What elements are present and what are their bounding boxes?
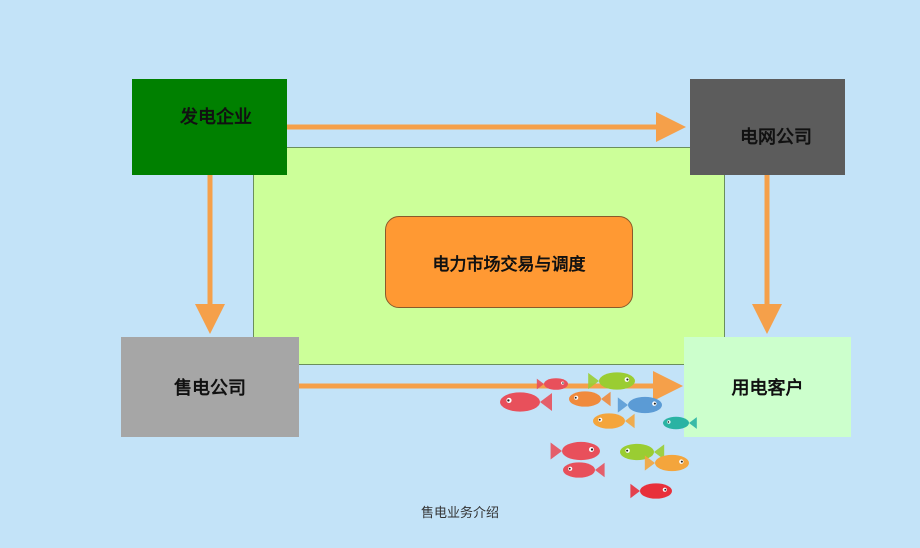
- node-generation-label: 发电企业: [180, 107, 252, 128]
- fish-icon: [617, 396, 662, 414]
- market-trading-label: 电力市场交易与调度: [432, 254, 586, 275]
- fish-icon: [630, 483, 672, 499]
- node-customer: 用电客户: [684, 337, 851, 437]
- fish-icon: [620, 443, 665, 461]
- fish-icon: [500, 392, 552, 412]
- fish-icon: [550, 441, 600, 461]
- node-customer-label: 用电客户: [731, 378, 804, 399]
- node-grid-company: 电网公司: [690, 79, 845, 175]
- fish-icon: [563, 462, 605, 478]
- fish-icon: [593, 413, 635, 429]
- fish-icon: [588, 372, 635, 390]
- market-trading-box: 电力市场交易与调度: [385, 216, 633, 308]
- fish-icon: [536, 378, 568, 390]
- node-retail-label: 售电公司: [174, 378, 246, 399]
- footer-caption: 售电业务介绍: [420, 506, 499, 521]
- node-retail-company: 售电公司: [121, 337, 299, 437]
- fish-icon: [644, 454, 689, 472]
- fish-icon: [663, 416, 697, 430]
- node-grid-label: 电网公司: [740, 127, 812, 148]
- node-generation-company: 发电企业: [132, 79, 287, 175]
- fish-icon: [569, 391, 611, 407]
